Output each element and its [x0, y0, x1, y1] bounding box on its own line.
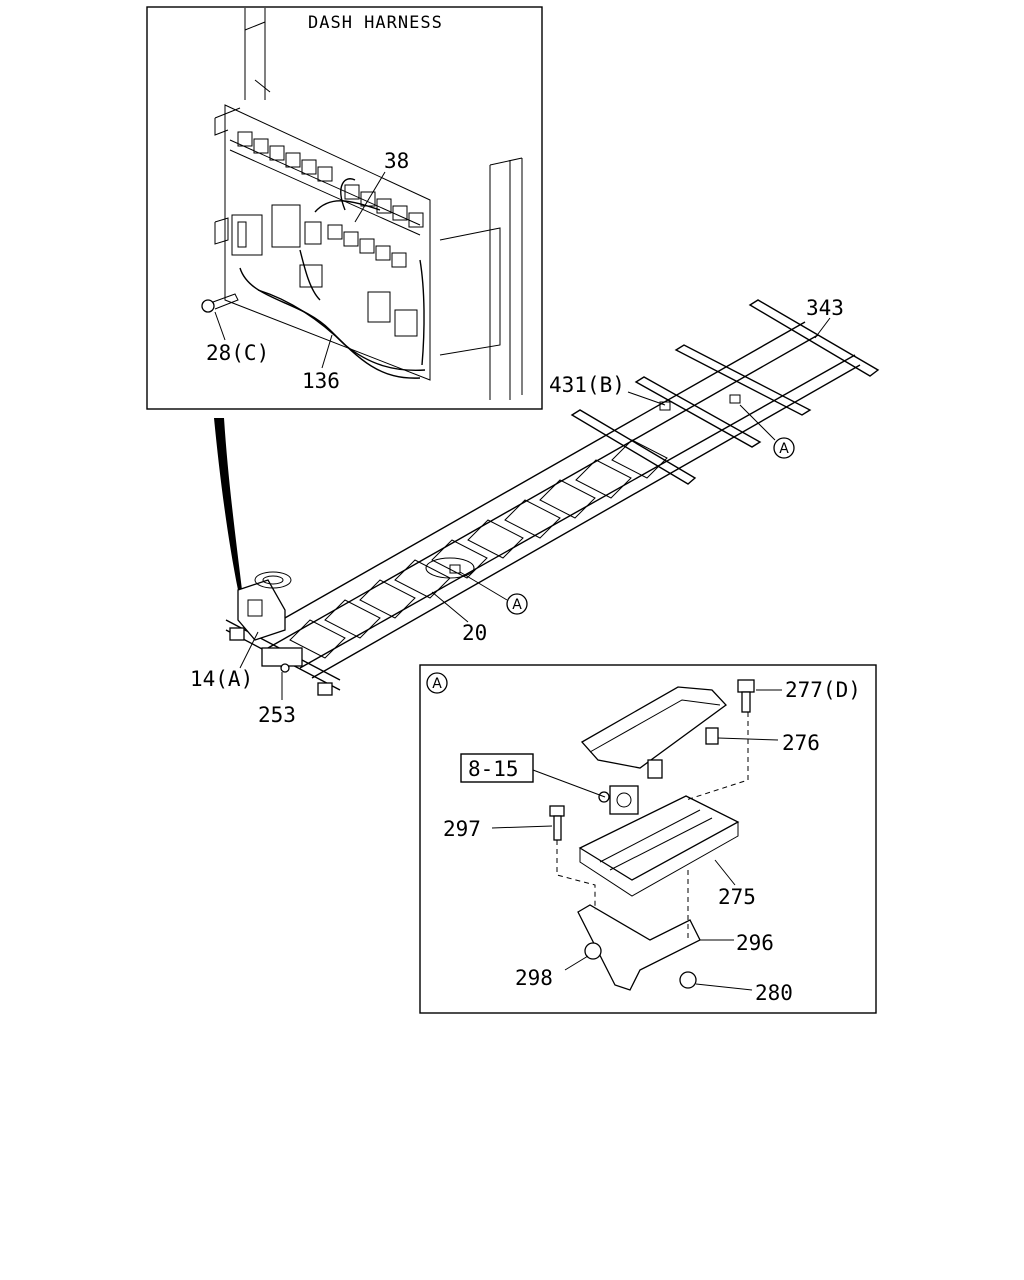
nut-298-icon	[584, 942, 602, 960]
bolt-icon	[280, 663, 290, 673]
leader-136	[321, 334, 333, 369]
callout-298: 298	[515, 966, 553, 990]
inset-pointer	[214, 418, 242, 590]
dash-harness-wire	[239, 178, 426, 379]
detail-a-frame	[419, 664, 877, 1014]
battery-cover	[580, 686, 727, 779]
control-modules	[231, 204, 418, 337]
cab-mount	[237, 571, 292, 641]
callout-343: 343	[806, 296, 844, 320]
dash-harness-title: DASH HARNESS	[308, 13, 443, 33]
bolt-297-icon	[549, 805, 565, 841]
callout-276: 276	[782, 731, 820, 755]
detail-a-tag-text: A	[432, 676, 442, 692]
detail-a-inset: A	[419, 664, 877, 1014]
cab-pillar-right	[439, 157, 523, 400]
ref-marker-a-lower	[506, 593, 528, 615]
leader-14a	[239, 631, 259, 669]
dash-harness-inset: DASH HARNESS	[146, 6, 543, 410]
callout-136: 136	[302, 369, 340, 393]
callout-8-15: 8-15	[468, 757, 519, 781]
ref-marker-a-upper-text: A	[779, 441, 789, 457]
nut-280-icon	[679, 971, 697, 989]
leader-20	[431, 591, 469, 623]
callout-280: 280	[755, 981, 793, 1005]
dash-harness-frame	[146, 6, 543, 410]
callout-28c: 28(C)	[206, 341, 269, 365]
callout-38: 38	[384, 149, 409, 173]
relay-panel	[214, 104, 431, 381]
callout-253: 253	[258, 703, 296, 727]
callout-14a: 14(A)	[190, 667, 253, 691]
clip-8-15-icon	[598, 785, 639, 815]
callout-275: 275	[718, 885, 756, 909]
leader-28c	[214, 311, 226, 341]
callout-296: 296	[736, 931, 774, 955]
relay-row-middle	[304, 221, 407, 268]
callout-297: 297	[443, 817, 481, 841]
ref-box-8-15	[460, 753, 534, 783]
callout-20: 20	[462, 621, 487, 645]
ref-marker-a-upper	[773, 437, 795, 459]
leader-a-upper	[739, 404, 776, 441]
leader-38	[354, 171, 386, 223]
relay-row-upper	[237, 131, 333, 182]
callout-277d: 277(D)	[785, 678, 861, 702]
bolt-277-icon	[737, 679, 755, 713]
leader-343	[814, 317, 831, 339]
cab-pillar-left	[244, 8, 271, 100]
battery-tray	[578, 795, 740, 897]
ref-marker-a-lower-text: A	[512, 597, 522, 613]
detail-a-tag	[426, 672, 448, 694]
chassis-frame: 343 431(B) 20 14(A) 253 A A	[190, 296, 880, 727]
leader-a-lower	[459, 571, 508, 601]
screw-icon	[201, 293, 239, 313]
callout-431b: 431(B)	[549, 373, 625, 397]
leader-431b	[627, 391, 666, 406]
